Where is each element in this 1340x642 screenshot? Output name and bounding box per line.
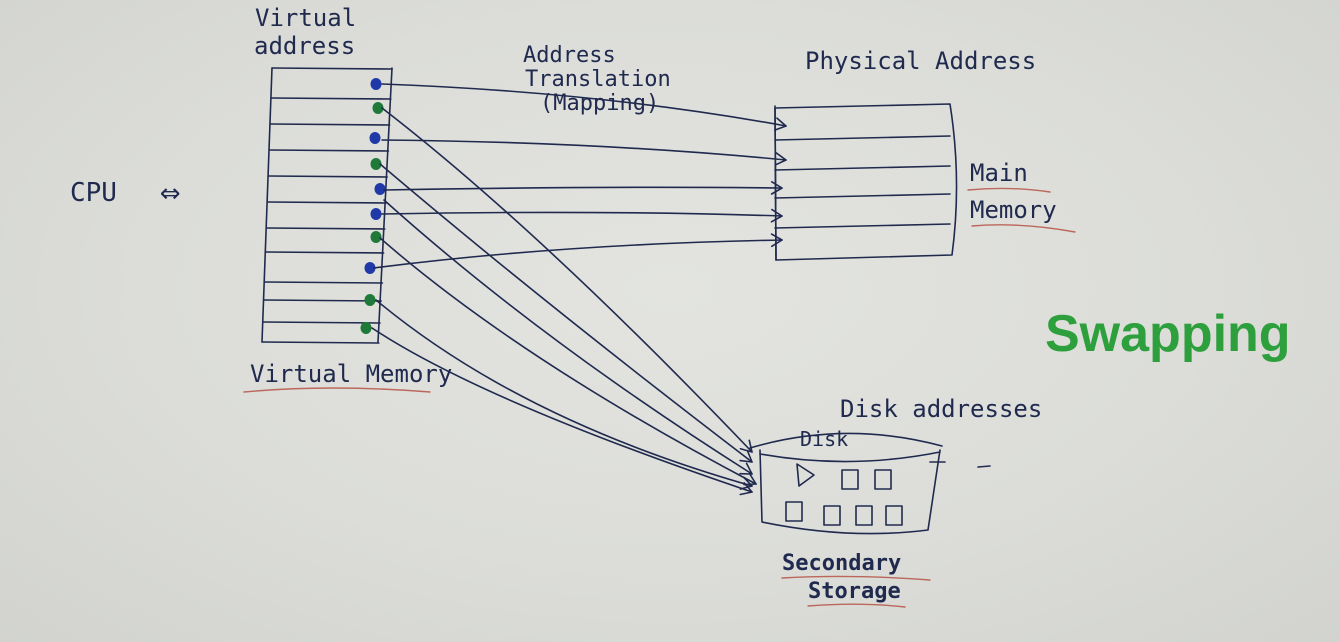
cpu-label: CPU: [70, 178, 117, 208]
mapping-arrow: [373, 239, 783, 269]
vm-left-edge: [261, 67, 273, 343]
vm-row-line: [261, 341, 380, 344]
vm-row-line: [262, 321, 381, 324]
secondary-storage-label-line2: Storage: [808, 579, 901, 604]
main-memory-table: [774, 103, 958, 261]
vm-row-line: [267, 175, 388, 178]
arrowhead-icon: [739, 450, 753, 463]
arrowhead-icon: [770, 233, 783, 248]
arrowhead-icon: [739, 482, 753, 496]
virtual-address-label-line2: address: [254, 32, 355, 60]
vm-row-line: [264, 281, 384, 284]
disk-cylinder-icon: [749, 432, 991, 535]
address-translation-label-line1: Address: [523, 43, 616, 68]
vm-row-line: [268, 149, 390, 152]
mapping-arrow: [379, 237, 757, 485]
mm-row-line: [774, 135, 951, 141]
disk-block-icon: [874, 469, 892, 490]
page-dot-icon: [360, 322, 372, 334]
page-dot-icon: [370, 158, 382, 170]
mapping-arrow: [381, 211, 783, 217]
arrowhead-icon: [770, 180, 783, 195]
disk-addresses-label: Disk addresses: [840, 395, 1042, 423]
mapping-arrow: [375, 299, 753, 487]
main-memory-label-line1: Main: [970, 159, 1028, 187]
mapping-arrow: [371, 327, 753, 493]
page-dot-icon: [374, 183, 386, 195]
page-dot-icon: [369, 132, 381, 144]
mm-left-edge: [774, 105, 777, 261]
disk-block-icon: [841, 469, 859, 490]
vm-row-line: [263, 299, 382, 302]
vm-row-line: [266, 201, 387, 204]
diagram-title: Swapping: [1045, 305, 1291, 363]
arrowhead-icon: [739, 476, 753, 490]
virtual-address-label-line1: Virtual: [255, 4, 356, 32]
page-dot-icon: [372, 102, 384, 114]
cpu-bidirectional-arrow-icon: ⇔: [160, 172, 180, 212]
mm-row-line: [774, 223, 951, 229]
page-dot-icon: [370, 208, 382, 220]
mapping-arrow: [381, 107, 753, 453]
mapping-arrow: [381, 83, 787, 127]
arrowhead-icon: [770, 208, 783, 223]
main-memory-label-line2: Memory: [970, 196, 1057, 224]
disk-block-icon: [885, 505, 903, 526]
virtual-memory-underline: [243, 387, 431, 393]
mm-outline: [774, 103, 958, 261]
main-memory-underline-2: [971, 224, 1076, 233]
mm-row-line: [774, 165, 951, 171]
vm-row-line: [269, 123, 391, 126]
virtual-memory-label: Virtual Memory: [250, 360, 452, 388]
disk-blocks: [785, 463, 903, 526]
mapping-arrow: [379, 163, 753, 463]
vm-row-line: [265, 227, 386, 230]
secondary-storage-underline-2: [807, 603, 906, 608]
arrowhead-icon: [739, 462, 753, 475]
disk-block-icon: [823, 505, 841, 526]
disk-label: Disk: [800, 427, 848, 451]
disk-block-icon: [796, 463, 815, 487]
disk-block-icon: [855, 505, 873, 526]
vm-row-line: [264, 251, 385, 254]
mapping-arrows: [371, 83, 787, 496]
secondary-storage-label-line1: Secondary: [782, 551, 901, 576]
arrowhead-icon: [773, 117, 787, 131]
address-translation-label-line2: Translation: [525, 67, 671, 92]
mm-row-line: [774, 193, 951, 199]
vm-row-line: [271, 67, 393, 70]
arrowhead-icon: [774, 152, 787, 166]
physical-address-label: Physical Address: [805, 47, 1036, 75]
vm-row-line: [270, 97, 392, 100]
main-memory-underline: [967, 187, 1051, 193]
mapping-arrow: [383, 186, 783, 191]
secondary-storage-underline: [781, 575, 931, 581]
page-dot-icon: [370, 231, 382, 243]
page-dot-icon: [364, 262, 376, 274]
disk-block-icon: [785, 501, 803, 522]
page-dot-icon: [364, 294, 376, 306]
page-dot-icon: [370, 78, 382, 90]
mapping-arrow: [381, 139, 787, 161]
mapping-arrow: [383, 199, 753, 475]
arrowhead-icon: [739, 439, 753, 453]
virtual-memory-table: [261, 67, 393, 344]
